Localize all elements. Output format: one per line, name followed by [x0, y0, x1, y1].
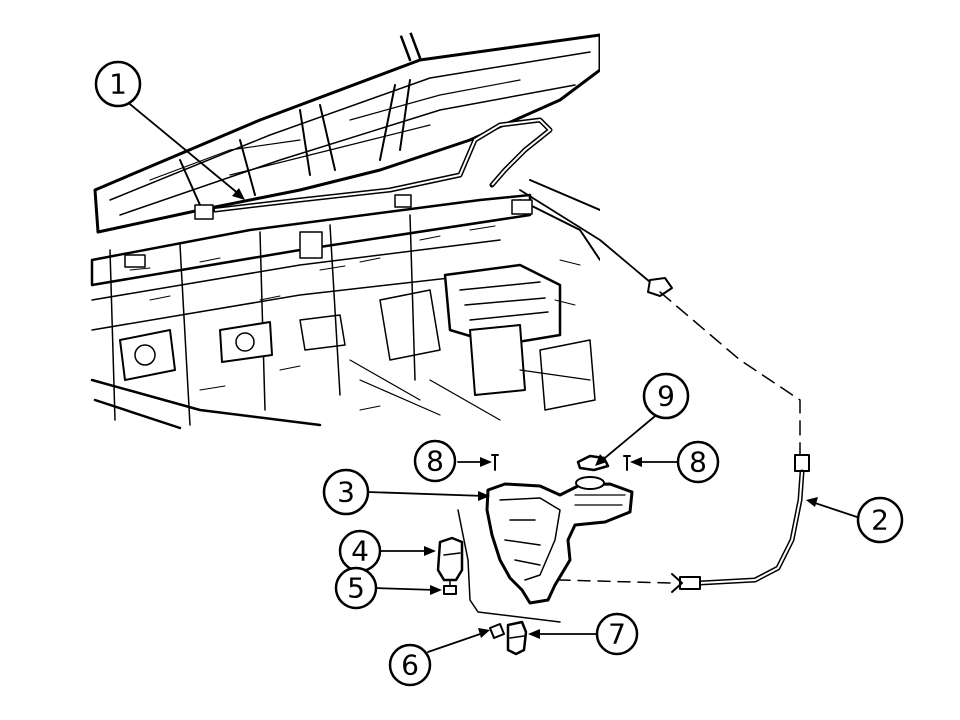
washer-pump [436, 536, 464, 591]
callout-9-label: 9 [657, 380, 675, 413]
callout-2-label: 2 [871, 504, 889, 537]
washer-fluid-reservoir [457, 476, 634, 623]
callout-4-label: 4 [351, 535, 369, 568]
screw-left [491, 454, 499, 471]
callout-8-right-label: 8 [689, 446, 707, 479]
callout-7-label: 7 [608, 618, 626, 651]
leader-lines [124, 99, 861, 653]
callout-8-left-label: 8 [426, 445, 444, 478]
callout-9: 9 [642, 372, 690, 420]
callout-2: 2 [856, 496, 904, 544]
callout-3-label: 3 [337, 476, 355, 509]
callout-8-left: 8 [413, 439, 457, 483]
callout-3: 3 [322, 468, 370, 516]
level-sensor-grommet [489, 623, 505, 639]
washer-hose-assembly [519, 189, 810, 593]
callout-1: 1 [94, 60, 142, 108]
pump-grommet [443, 585, 457, 595]
fluid-level-sensor [506, 620, 528, 656]
screw-right [623, 455, 631, 471]
callout-6: 6 [388, 643, 432, 687]
callout-8-right: 8 [676, 440, 720, 484]
callout-7: 7 [595, 612, 639, 656]
callout-4: 4 [338, 529, 382, 573]
callout-5-label: 5 [347, 572, 365, 605]
callout-5: 5 [334, 566, 378, 610]
callout-1-label: 1 [109, 68, 127, 101]
engine-bay-illustration [90, 28, 600, 430]
callout-6-label: 6 [401, 649, 419, 682]
